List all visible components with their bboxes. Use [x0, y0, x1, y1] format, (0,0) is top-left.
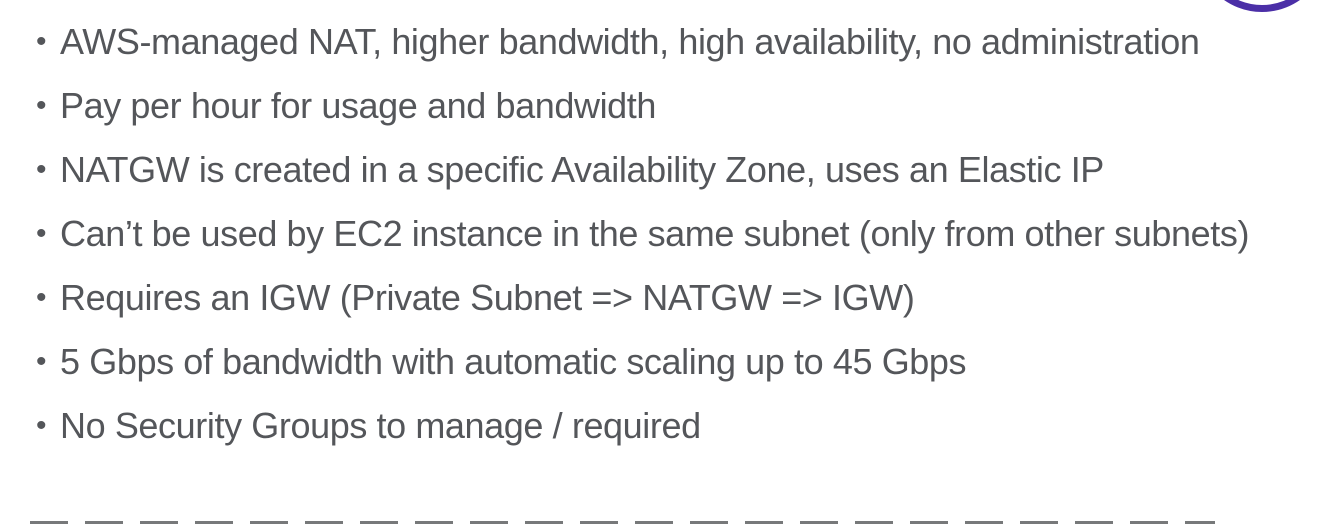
bullet-dot-icon: •: [36, 153, 47, 186]
cropped-next-line-strip: [30, 521, 1215, 524]
bullet-item: • Can’t be used by EC2 instance in the s…: [36, 212, 1290, 256]
bullet-item: • NATGW is created in a specific Availab…: [36, 148, 1290, 192]
bullet-text: Pay per hour for usage and bandwidth: [60, 85, 657, 126]
bullet-text: Requires an IGW (Private Subnet => NATGW…: [60, 277, 915, 318]
purple-circle-arc-icon: [1196, 0, 1328, 12]
bullet-text: AWS-managed NAT, higher bandwidth, high …: [60, 21, 1200, 62]
bullet-list: • AWS-managed NAT, higher bandwidth, hig…: [36, 20, 1290, 468]
bullet-text: NATGW is created in a specific Availabil…: [60, 149, 1104, 190]
bullet-dot-icon: •: [36, 409, 47, 442]
bullet-item: • Pay per hour for usage and bandwidth: [36, 84, 1290, 128]
bullet-dot-icon: •: [36, 89, 47, 122]
bullet-dot-icon: •: [36, 345, 47, 378]
bullet-item: • No Security Groups to manage / require…: [36, 404, 1290, 448]
bullet-dot-icon: •: [36, 217, 47, 250]
bullet-text: 5 Gbps of bandwidth with automatic scali…: [60, 341, 967, 382]
bullet-dot-icon: •: [36, 25, 47, 58]
bullet-dot-icon: •: [36, 281, 47, 314]
bullet-item: • 5 Gbps of bandwidth with automatic sca…: [36, 340, 1290, 384]
bullet-item: • AWS-managed NAT, higher bandwidth, hig…: [36, 20, 1290, 64]
bullet-item: • Requires an IGW (Private Subnet => NAT…: [36, 276, 1290, 320]
bullet-text: No Security Groups to manage / required: [60, 405, 701, 446]
bullet-text: Can’t be used by EC2 instance in the sam…: [60, 213, 1250, 254]
